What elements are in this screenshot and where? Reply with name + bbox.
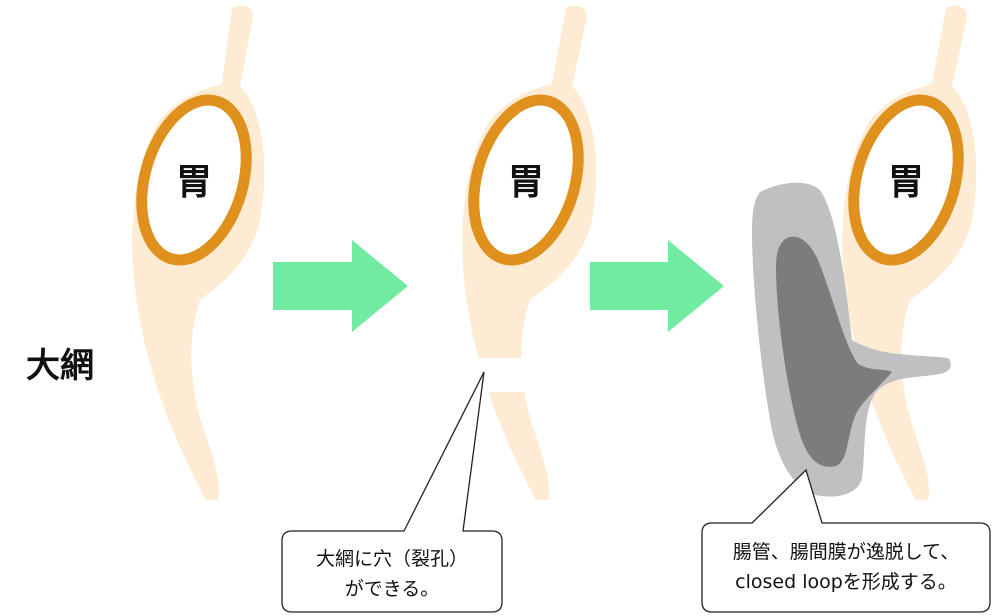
callout-line-2: closed loopを形成する。: [735, 571, 957, 593]
stomach-ring: [468, 94, 584, 266]
bowel-loop-inner: [776, 236, 892, 467]
callout-line-1: 腸管、腸間膜が逸脱して、: [733, 541, 959, 563]
omentum-label: 大網: [26, 346, 94, 386]
stomach-label: 胃: [176, 162, 212, 203]
callout-line-2: ができる。: [345, 578, 440, 600]
panel-1: 胃: [132, 5, 265, 501]
panel-3: 胃: [752, 5, 977, 501]
callout-bubble: [281, 371, 503, 613]
stomach-label: 胃: [888, 162, 924, 203]
callout-line-1: 大網に穴（裂孔）: [316, 548, 468, 570]
callout-bubble: [701, 468, 991, 613]
stomach-ring: [136, 94, 252, 266]
callout-hole: 大網に穴（裂孔） ができる。: [281, 371, 503, 613]
arrow-right-1: [273, 240, 408, 332]
callout-loop: 腸管、腸間膜が逸脱して、 closed loopを形成する。: [701, 468, 991, 613]
stomach-ring: [848, 94, 964, 266]
arrow-right-2: [590, 240, 724, 332]
stomach-label: 胃: [508, 162, 544, 203]
panel-2: 胃: [450, 5, 597, 501]
omentum-hole: [450, 358, 560, 392]
